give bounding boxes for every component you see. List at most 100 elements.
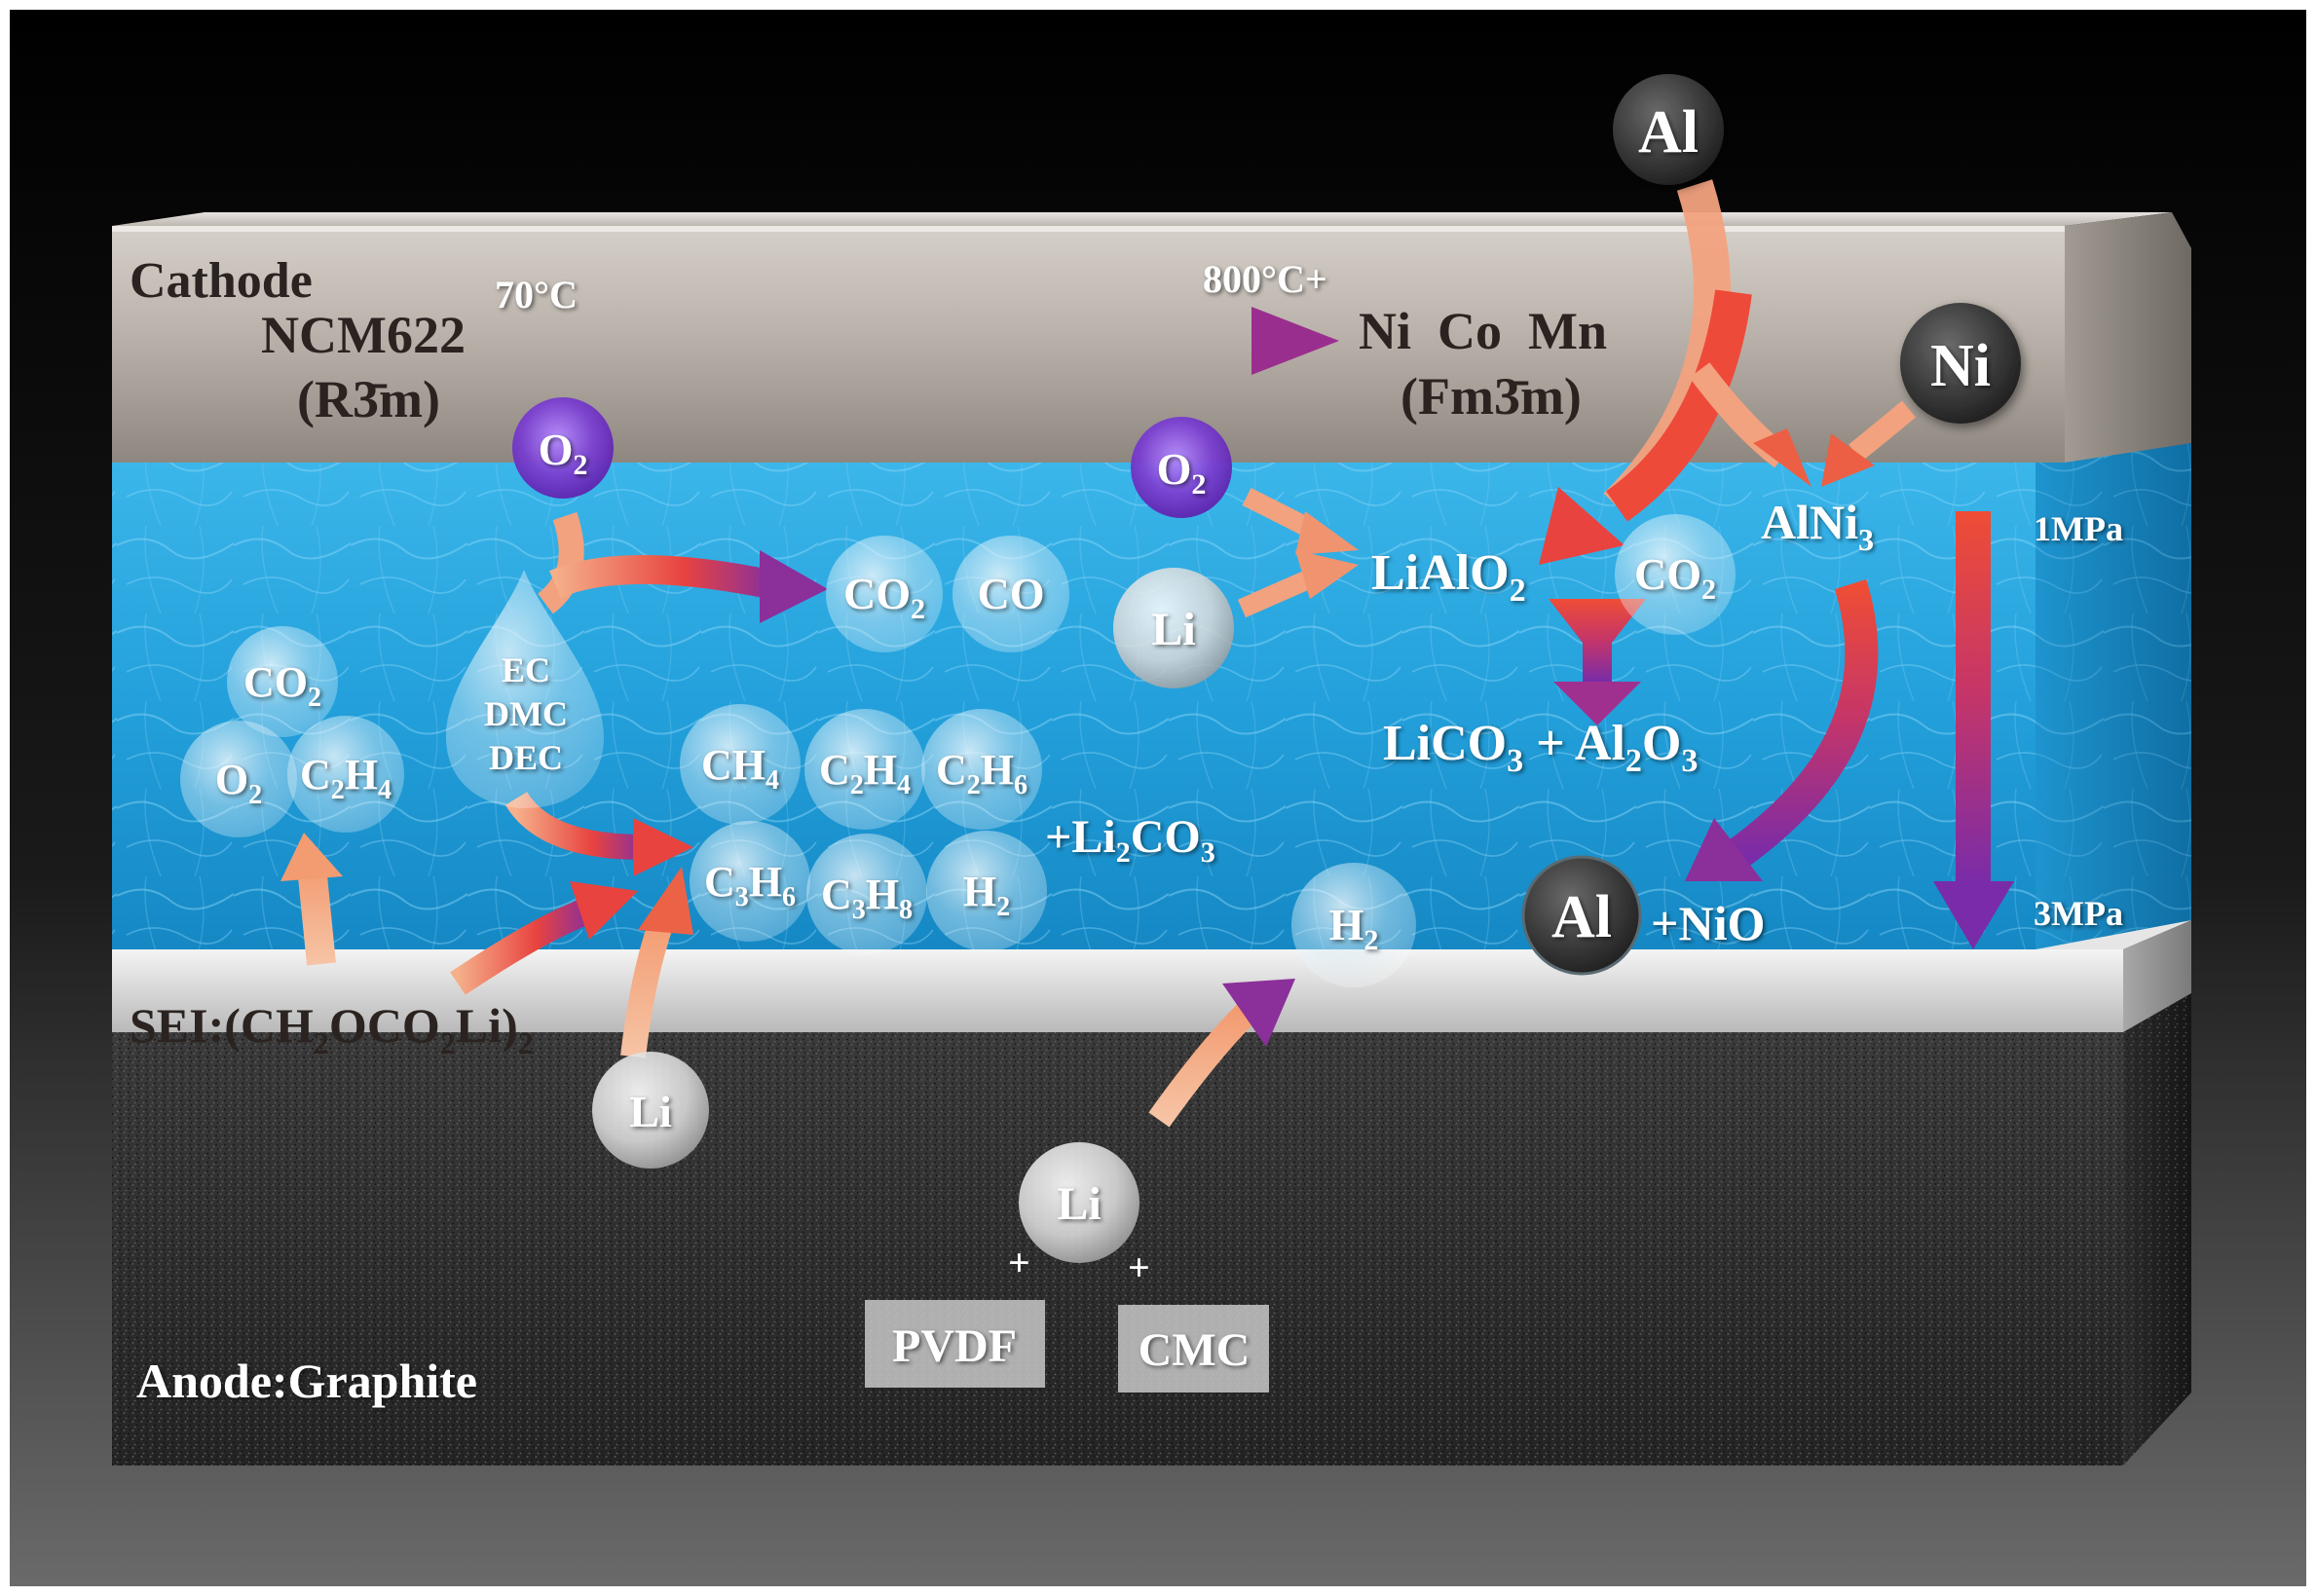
c2h6-b1: C [936,746,967,794]
h2-right-base: H [1329,900,1364,949]
solvent-dmc: DMC [484,694,568,733]
arrow-alni3-to-al-head [1685,818,1763,881]
co2-left-sub: 2 [308,683,321,713]
c2h6-s1: 2 [967,770,981,800]
anode-side-texture [2123,993,2191,1466]
o2-cluster-sub: 2 [248,780,262,810]
sei-mid1: OCO [329,998,440,1053]
ncm622-label: NCM622 [261,306,466,364]
li-sei-particle [592,1052,709,1169]
cathode-title: Cathode [130,253,313,309]
o2-mid-base: O [1157,444,1192,494]
co2-right-base: CO [1634,549,1701,599]
arrow-lialo2-down [1549,599,1646,682]
lico3-b: + Al [1523,716,1625,771]
li-anode-particle [1019,1142,1139,1263]
arrow-ncm-heating-head [1251,307,1339,375]
o2-mid-particle [1131,417,1232,518]
electrolyte-layer [112,443,2191,949]
arrow-ni-to-alni3-head [1821,433,1875,487]
temp-start-label: 70°C [495,273,578,316]
c2h4-left-b1: C [300,751,331,798]
anode-layer [112,993,2191,1466]
c2h4-b2: H [864,746,897,794]
arrow-al-to-lialo2-head [1539,487,1625,565]
plus-right: + [1128,1245,1150,1289]
co2-left-base: CO [243,658,308,706]
o2-cluster-label: O2 [215,756,262,810]
co2-center-base: CO [843,569,911,618]
lico3-s3: 3 [1681,743,1698,779]
cmc-label: CMC [1139,1324,1251,1376]
c2h4-label: C2H4 [819,746,911,800]
h2-right-sub: 2 [1363,924,1378,956]
co2-right-bubble [1615,514,1736,635]
c2h4-s2: 4 [897,770,911,800]
co-center-label: CO [978,569,1045,618]
cathode-side [2065,212,2191,463]
arrow-li-to-h2-head [1222,979,1295,1047]
c2h4-s1: 2 [850,770,864,800]
co2-left-bubble [227,626,338,737]
arrow-drop-to-co2 [549,555,772,599]
ch4-s1: 4 [766,765,779,796]
arrow-sei-to-hydrocarbons [450,897,594,995]
al-product-label: Al [1551,884,1612,950]
ch4-bubble [680,704,801,825]
h2-cluster-sub: 2 [996,892,1010,922]
electrolyte-droplet [445,570,605,808]
lialo2-label: LiAlO2 [1371,545,1526,609]
ni-particle [1900,303,2021,424]
li2co3-s2: 3 [1201,836,1215,869]
li-anode-label: Li [1057,1178,1101,1230]
o2-cluster-bubble [180,721,297,837]
solvent-ec: EC [502,650,550,689]
al-product-particle [1521,855,1642,976]
pvdf-label: PVDF [892,1320,1017,1372]
lico3-al2o3-label: LiCO3 + Al2O3 [1383,716,1698,779]
al-top-label: Al [1638,99,1699,166]
arrow-pressure-head [1933,881,2014,949]
product-metals-label: Ni Co Mn [1359,302,1607,360]
co2-center-bubble [826,536,943,652]
nio-label: +NiO [1651,896,1765,950]
c3h8-s1: 3 [852,895,866,925]
li-mid-label: Li [1151,604,1195,655]
c2h4-left-s1: 2 [331,775,345,805]
c2h4-left-s2: 4 [378,775,392,805]
alni3-label: AlNi3 [1761,495,1874,557]
arrow-al-to-lialo2-red [1605,289,1752,522]
arrow-li-to-hydrocarbons-head [638,867,693,935]
arrow-drop-to-hydrocarbons-head [633,818,693,876]
arrow-pressure-shaft [1956,511,1991,881]
sei-s2: 2 [440,1025,456,1060]
c3h8-b1: C [821,871,852,918]
labels: Cathode NCM622 (R3̄m) 70°C 800°C+ Ni Co … [130,253,2123,1408]
c2h6-s2: 6 [1014,770,1027,800]
arrow-ni-to-alni3 [1849,400,1917,462]
arrow-alni3-to-al [1724,578,1879,871]
electrolyte-side-caustics [2036,443,2191,949]
c2h4-left-b2: H [345,751,378,798]
arrow-sei-up-head [280,833,343,881]
ch4-b1: CH [701,741,766,789]
arrow-sei-up [297,865,336,966]
cathode-top [112,212,2172,226]
c3h6-s2: 6 [782,882,796,912]
li2co3-label: +Li2CO3 [1045,811,1215,869]
arrow-drop-to-co2-head [760,550,828,623]
c3h6-b2: H [749,858,782,906]
c2h4-left-bubble [287,716,404,833]
c2h6-bubble [921,709,1042,830]
phase-start-label: (R3̄m) [297,370,440,428]
o2-left-particle [512,397,614,499]
ch4-label: CH4 [701,741,779,796]
h2-cluster-base: H [963,868,996,915]
li2co3-mid: CO [1131,811,1201,863]
li2co3-s1: 2 [1116,836,1131,869]
plus-left: + [1008,1241,1030,1284]
h2-right-label: H2 [1329,900,1379,956]
co2-center-label: CO2 [843,569,925,625]
